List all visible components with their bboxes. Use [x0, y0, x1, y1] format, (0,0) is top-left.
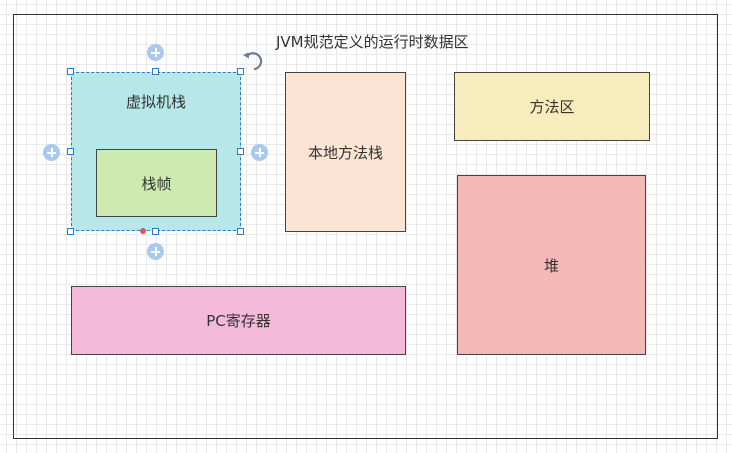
add-connection-top-icon[interactable]	[147, 44, 164, 61]
pc-register-box[interactable]: PC寄存器	[71, 286, 406, 355]
diagram-title[interactable]: JVM规范定义的运行时数据区	[276, 33, 469, 51]
resize-handle-left[interactable]	[67, 148, 74, 155]
stack-frame-box[interactable]: 栈帧	[96, 149, 217, 217]
connection-anchor-dot[interactable]	[140, 228, 146, 234]
pc-register-label: PC寄存器	[206, 312, 271, 330]
heap-label: 堆	[543, 256, 559, 275]
vm-stack-label: 虚拟机栈	[125, 93, 186, 111]
rotate-icon[interactable]	[241, 50, 265, 72]
resize-handle-bottom-right[interactable]	[237, 228, 244, 235]
method-area-label: 方法区	[529, 98, 575, 116]
method-area-box[interactable]: 方法区	[454, 72, 650, 141]
add-connection-left-icon[interactable]	[43, 144, 60, 161]
resize-handle-bottom[interactable]	[152, 228, 159, 235]
resize-handle-bottom-left[interactable]	[67, 228, 74, 235]
resize-handle-top-left[interactable]	[67, 68, 74, 75]
native-method-stack-label: 本地方法栈	[307, 143, 383, 162]
native-method-stack-box[interactable]: 本地方法栈	[285, 72, 406, 232]
resize-handle-top[interactable]	[152, 68, 159, 75]
stack-frame-label: 栈帧	[141, 174, 172, 193]
resize-handle-top-right[interactable]	[237, 68, 244, 75]
heap-box[interactable]: 堆	[457, 175, 646, 355]
add-connection-right-icon[interactable]	[251, 144, 268, 161]
add-connection-bottom-icon[interactable]	[147, 243, 164, 260]
runtime-data-area-container[interactable]	[13, 14, 718, 439]
resize-handle-right[interactable]	[237, 148, 244, 155]
